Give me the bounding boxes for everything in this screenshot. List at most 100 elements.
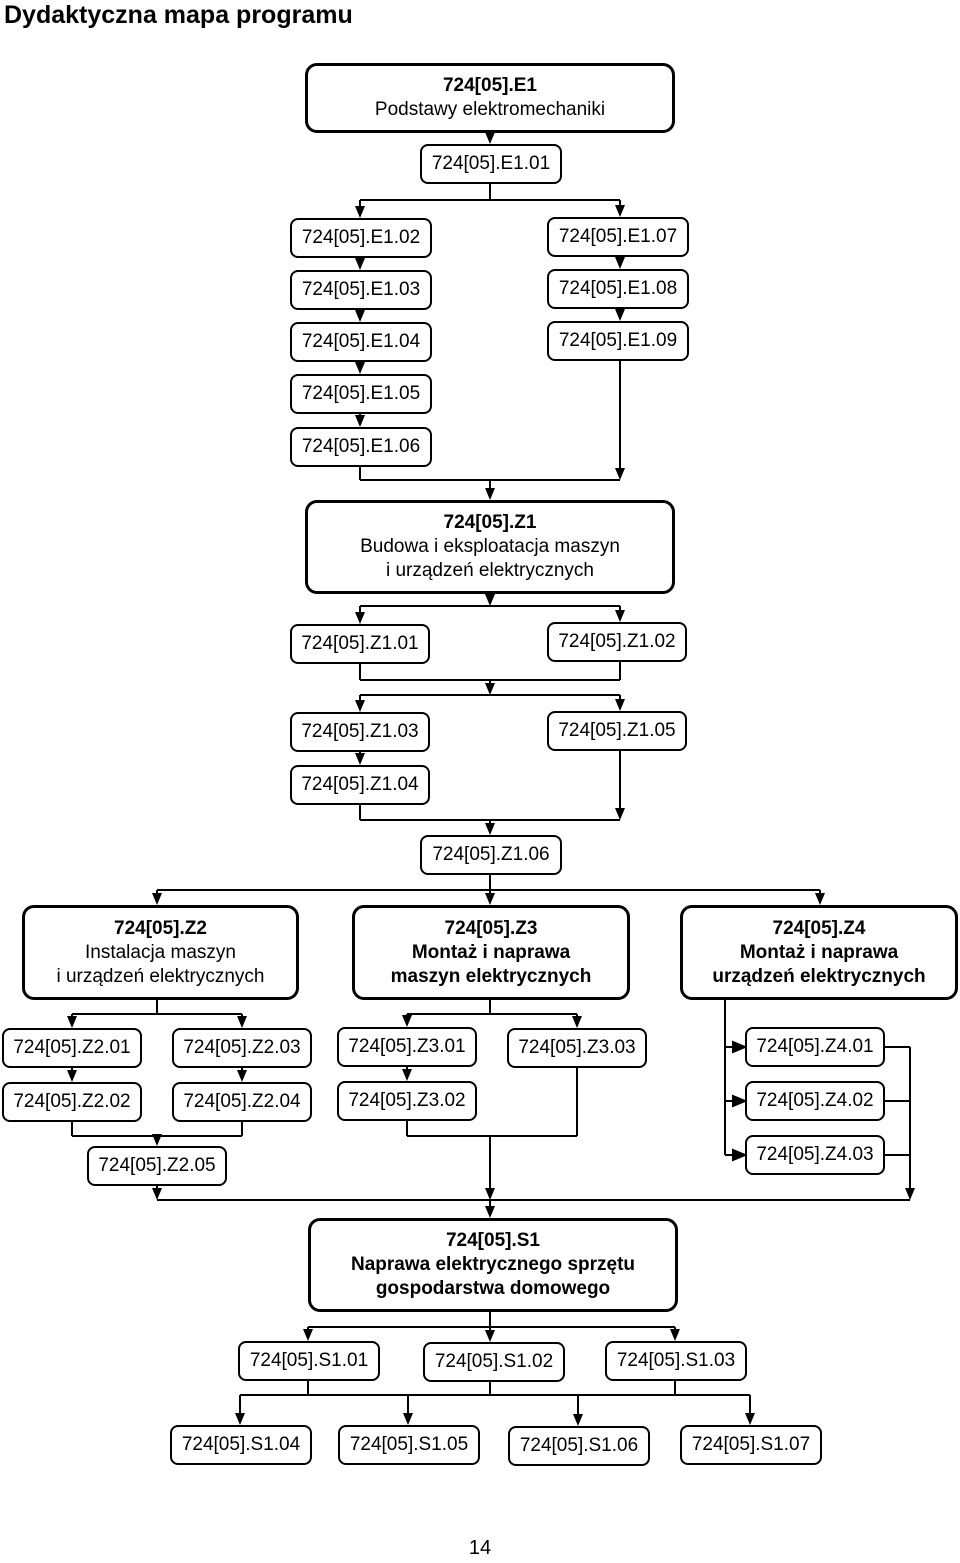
module-e1: 724[05].E1 Podstawy elektromechaniki <box>305 63 675 133</box>
arrow-head <box>402 1069 412 1081</box>
arrow-head <box>355 415 365 427</box>
unit-s1-02: 724[05].S1.02 <box>423 1342 565 1382</box>
unit-e1-03: 724[05].E1.03 <box>290 270 432 310</box>
arrow-head <box>355 258 365 270</box>
unit-e1-01: 724[05].E1.01 <box>420 144 562 184</box>
arrow-head <box>485 1206 495 1218</box>
arrow-head <box>572 1016 582 1028</box>
page-title: Dydaktyczna mapa programu <box>4 1 353 29</box>
page-number: 14 <box>468 1537 492 1559</box>
arrow-head <box>355 753 365 765</box>
arrow-head <box>152 1188 162 1200</box>
unit-e1-08: 724[05].E1.08 <box>547 269 689 309</box>
arrow-head <box>670 1329 680 1341</box>
module-e1-name: Podstawy elektromechaniki <box>374 99 606 120</box>
arrow-head <box>815 893 825 905</box>
arrow-head <box>615 468 625 480</box>
arrow-head <box>67 1016 77 1028</box>
unit-z1-04: 724[05].Z1.04 <box>290 765 430 805</box>
unit-z1-06: 724[05].Z1.06 <box>420 835 562 875</box>
unit-e1-09: 724[05].E1.09 <box>547 321 689 361</box>
unit-s1-01: 724[05].S1.01 <box>238 1341 380 1381</box>
unit-z2-02: 724[05].Z2.02 <box>2 1082 142 1122</box>
arrow-head <box>152 893 162 905</box>
unit-e1-07: 724[05].E1.07 <box>547 217 689 257</box>
arrow-head <box>485 1330 495 1342</box>
module-z3-name-line1: Montaż i naprawa <box>411 941 571 963</box>
unit-z1-05: 724[05].Z1.05 <box>547 711 687 751</box>
arrow-head <box>615 205 625 217</box>
arrow-head <box>355 362 365 374</box>
module-z2-name-line1: Instalacja maszyn <box>84 941 236 963</box>
unit-s1-04: 724[05].S1.04 <box>170 1425 312 1465</box>
module-z2-code: 724[05].Z2 <box>114 917 207 939</box>
unit-z4-03: 724[05].Z4.03 <box>745 1135 885 1175</box>
arrow-head <box>403 1413 413 1425</box>
arrow-head <box>573 1414 583 1426</box>
arrow-head <box>615 808 625 820</box>
unit-z3-03: 724[05].Z3.03 <box>507 1028 647 1068</box>
unit-e1-05: 724[05].E1.05 <box>290 374 432 414</box>
unit-z3-01: 724[05].Z3.01 <box>337 1027 477 1067</box>
module-z4: 724[05].Z4 Montaż i naprawa urządzeń ele… <box>680 905 958 1000</box>
arrow-head <box>303 1329 313 1341</box>
module-z3-name-line2: maszyn elektrycznych <box>390 965 592 987</box>
unit-z2-01: 724[05].Z2.01 <box>2 1028 142 1068</box>
module-s1-name-line1: Naprawa elektrycznego sprzętu <box>350 1254 636 1275</box>
arrow-head <box>485 1188 495 1200</box>
module-z1-name-line2: i urządzeń elektrycznych <box>385 560 595 581</box>
module-z4-name-line2: urządzeń elektrycznych <box>712 965 926 987</box>
unit-e1-06: 724[05].E1.06 <box>290 427 432 467</box>
unit-z2-03: 724[05].Z2.03 <box>172 1028 312 1068</box>
unit-z4-01: 724[05].Z4.01 <box>745 1027 885 1067</box>
unit-e1-04: 724[05].E1.04 <box>290 322 432 362</box>
unit-z2-04: 724[05].Z2.04 <box>172 1082 312 1122</box>
unit-s1-03: 724[05].S1.03 <box>605 1341 747 1381</box>
arrow-head <box>615 309 625 321</box>
arrow-head <box>615 257 625 269</box>
arrow-head <box>485 683 495 695</box>
arrow-head <box>237 1070 247 1082</box>
unit-z1-01: 724[05].Z1.01 <box>290 624 430 664</box>
arrow-head <box>485 823 495 835</box>
module-z1-code: 724[05].Z1 <box>443 512 537 533</box>
module-z3: 724[05].Z3 Montaż i naprawa maszyn elekt… <box>352 905 630 1000</box>
arrow-head <box>485 132 495 144</box>
arrow-head <box>745 1413 755 1425</box>
module-z4-code: 724[05].Z4 <box>772 917 866 939</box>
arrow-head <box>237 1016 247 1028</box>
unit-z1-03: 724[05].Z1.03 <box>290 712 430 752</box>
arrow-head <box>402 1015 412 1027</box>
module-s1: 724[05].S1 Naprawa elektrycznego sprzętu… <box>308 1218 678 1312</box>
unit-s1-05: 724[05].S1.05 <box>338 1425 480 1465</box>
module-z4-name-line1: Montaż i naprawa <box>739 941 899 963</box>
arrow-head <box>732 1094 748 1108</box>
arrow-head <box>355 310 365 322</box>
unit-z3-02: 724[05].Z3.02 <box>337 1081 477 1121</box>
module-z2-name-line2: i urządzeń elektrycznych <box>56 965 265 987</box>
unit-z4-02: 724[05].Z4.02 <box>745 1081 885 1121</box>
unit-e1-02: 724[05].E1.02 <box>290 218 432 258</box>
unit-z2-05: 724[05].Z2.05 <box>87 1146 227 1186</box>
module-z2: 724[05].Z2 Instalacja maszyn i urządzeń … <box>22 905 299 1000</box>
arrow-head <box>485 893 495 905</box>
arrow-head <box>485 488 495 500</box>
arrow-head <box>355 700 365 712</box>
module-s1-name-line2: gospodarstwa domowego <box>375 1278 611 1299</box>
unit-s1-07: 724[05].S1.07 <box>680 1425 822 1465</box>
unit-z1-02: 724[05].Z1.02 <box>547 622 687 662</box>
module-s1-code: 724[05].S1 <box>445 1230 540 1251</box>
module-z1: 724[05].Z1 Budowa i eksploatacja maszyn … <box>305 500 675 594</box>
unit-s1-06: 724[05].S1.06 <box>508 1426 650 1466</box>
module-z3-code: 724[05].Z3 <box>444 917 538 939</box>
arrow-head <box>67 1070 77 1082</box>
arrow-head <box>615 699 625 711</box>
arrow-head <box>732 1040 748 1054</box>
arrow-head <box>485 594 495 606</box>
arrow-head <box>235 1413 245 1425</box>
arrow-head <box>355 206 365 218</box>
arrow-head <box>732 1148 748 1162</box>
arrow-head <box>355 612 365 624</box>
module-e1-code: 724[05].E1 <box>442 75 537 96</box>
